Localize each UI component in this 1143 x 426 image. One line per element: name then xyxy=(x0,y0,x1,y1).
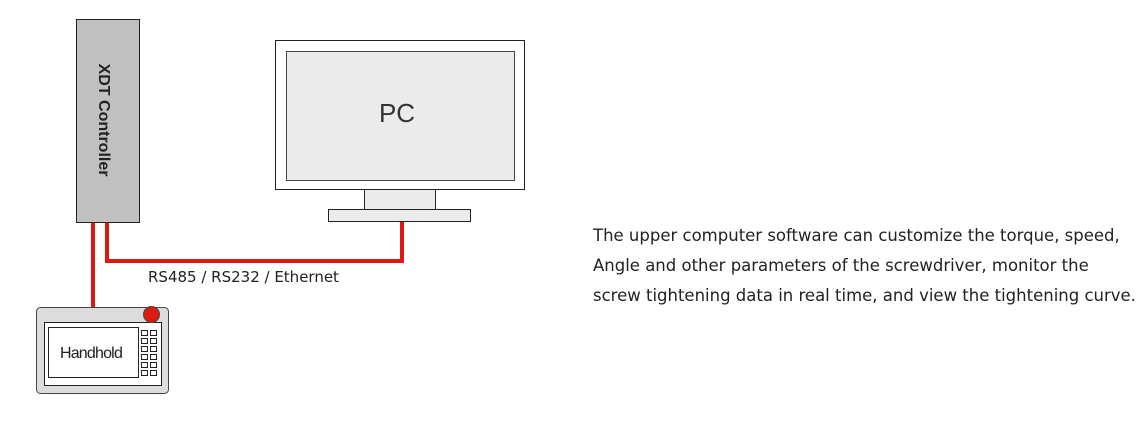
cable-pc xyxy=(105,221,404,263)
keypad xyxy=(141,330,157,376)
handhold-label: Handhold xyxy=(60,345,122,362)
pc-monitor: PC xyxy=(275,40,525,222)
emergency-stop-button xyxy=(143,306,160,323)
pc-label: PC xyxy=(379,98,415,128)
handhold-device: Handhold xyxy=(36,306,169,394)
controller-label: XDT Controller xyxy=(95,64,112,177)
xdt-controller: XDT Controller xyxy=(76,19,140,223)
description-text: The upper computer software can customiz… xyxy=(593,226,1136,305)
connection-label: RS485 / RS232 / Ethernet xyxy=(148,268,339,286)
